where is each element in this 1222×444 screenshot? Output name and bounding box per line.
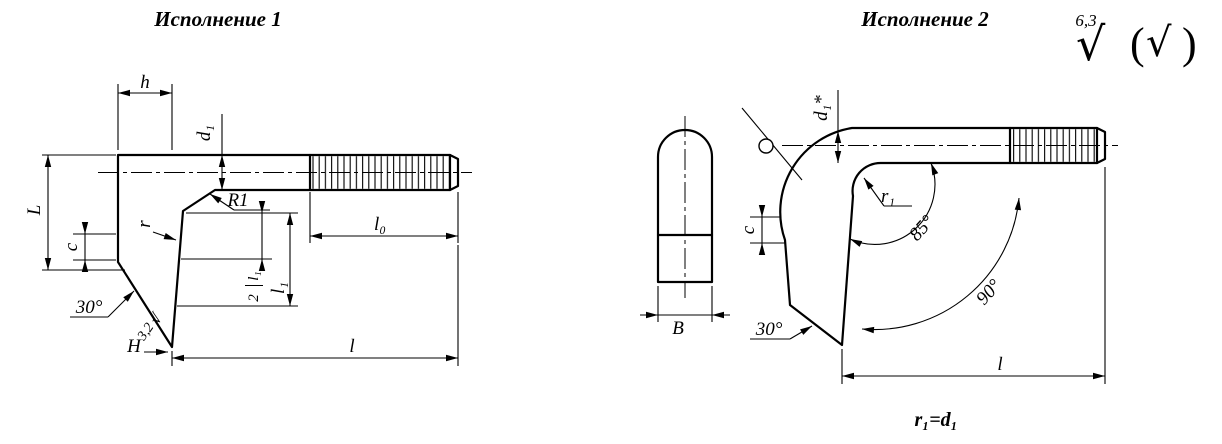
view1-dim-l: l: [171, 245, 459, 366]
dim-label-90deg: 90°: [972, 275, 1006, 309]
leader-line: [209, 193, 235, 211]
view1-dim-H: H: [126, 336, 168, 357]
dim-label-d1: d₁: [194, 125, 215, 141]
view2-dim-angle90: 90°: [861, 197, 1022, 334]
dim-label-l1-numerator: l₁: [246, 271, 262, 280]
extension-lines: [177, 212, 298, 307]
dim-label-l0: l₀: [374, 214, 386, 235]
view1: Исполнение 1 h d₁ L: [24, 7, 472, 366]
view1-dim-d1: d₁: [194, 114, 226, 190]
dim-label-c: c: [61, 242, 82, 251]
view2-dim-c: c: [738, 205, 785, 255]
dim-label-r1: r₁: [881, 186, 895, 207]
dim-label-R1: R1: [226, 190, 248, 211]
view1-dim-l0: l₀: [309, 192, 459, 243]
extension-lines: [73, 233, 116, 261]
dim-label-h: h: [140, 72, 150, 93]
leader-line: [107, 290, 135, 318]
dim-label-30deg: 30°: [75, 297, 103, 318]
dim-label-L: L: [24, 205, 45, 217]
dim-label-l1-denominator: 2: [246, 294, 262, 302]
view1-title: Исполнение 1: [153, 7, 281, 31]
view1-dim-angle30: 30°: [70, 290, 135, 318]
angle-arc: [861, 197, 1022, 334]
view1-dim-c: c: [61, 222, 116, 272]
dim-label-30deg: 30°: [755, 319, 783, 340]
dim-label-d1-star: d₁*: [811, 95, 832, 121]
surface-finish-mark: 6,3 √ ( √ ): [1075, 11, 1196, 71]
surface-finish-value: 6,3: [1075, 11, 1096, 30]
surface-finish-check-icon: √: [1076, 17, 1106, 71]
view2-dim-d1: d₁*: [811, 90, 842, 163]
view2-section-view: B: [640, 116, 730, 339]
view1-dim-h: h: [117, 72, 173, 150]
view2: Исполнение 2 B d₁*: [640, 7, 1118, 431]
view1-hook-outline: [116, 153, 460, 349]
view1-dim-l1: l₁ 2 l₁: [177, 201, 298, 307]
dim-label-85deg: 85°: [905, 211, 939, 245]
dim-label-c: c: [738, 225, 759, 234]
dim-label-H: H: [126, 336, 142, 357]
dim-label-l: l: [997, 354, 1002, 375]
paren-open: (: [1130, 19, 1145, 68]
leader-line: [789, 325, 813, 340]
extension-lines: [750, 216, 785, 244]
view2-dim-angle30: 30°: [750, 319, 813, 340]
dim-label-l1: l₁: [268, 282, 289, 294]
leader-line: [152, 231, 177, 241]
view2-thread-hatching: [1012, 129, 1096, 162]
dim-label-r: r: [134, 220, 155, 228]
paren-close: ): [1182, 19, 1197, 68]
alt-finish-check-icon: √: [1146, 20, 1172, 66]
section-outline: [656, 128, 714, 284]
view2-note: r₁=d₁: [914, 409, 957, 431]
extension-lines: [117, 84, 173, 150]
view2-marking-symbol: [741, 107, 803, 181]
view2-dim-r1: r₁: [863, 177, 912, 207]
view1-dim-r: r: [134, 220, 177, 241]
view1-thread-hatching: [312, 156, 449, 189]
marking-circle-icon: [758, 138, 774, 154]
dim-label-B: B: [672, 318, 684, 339]
view2-title: Исполнение 2: [860, 7, 989, 31]
dim-label-l: l: [349, 336, 354, 357]
view1-dim-R1: R1: [209, 190, 270, 211]
view2-dim-l: l: [841, 167, 1106, 384]
